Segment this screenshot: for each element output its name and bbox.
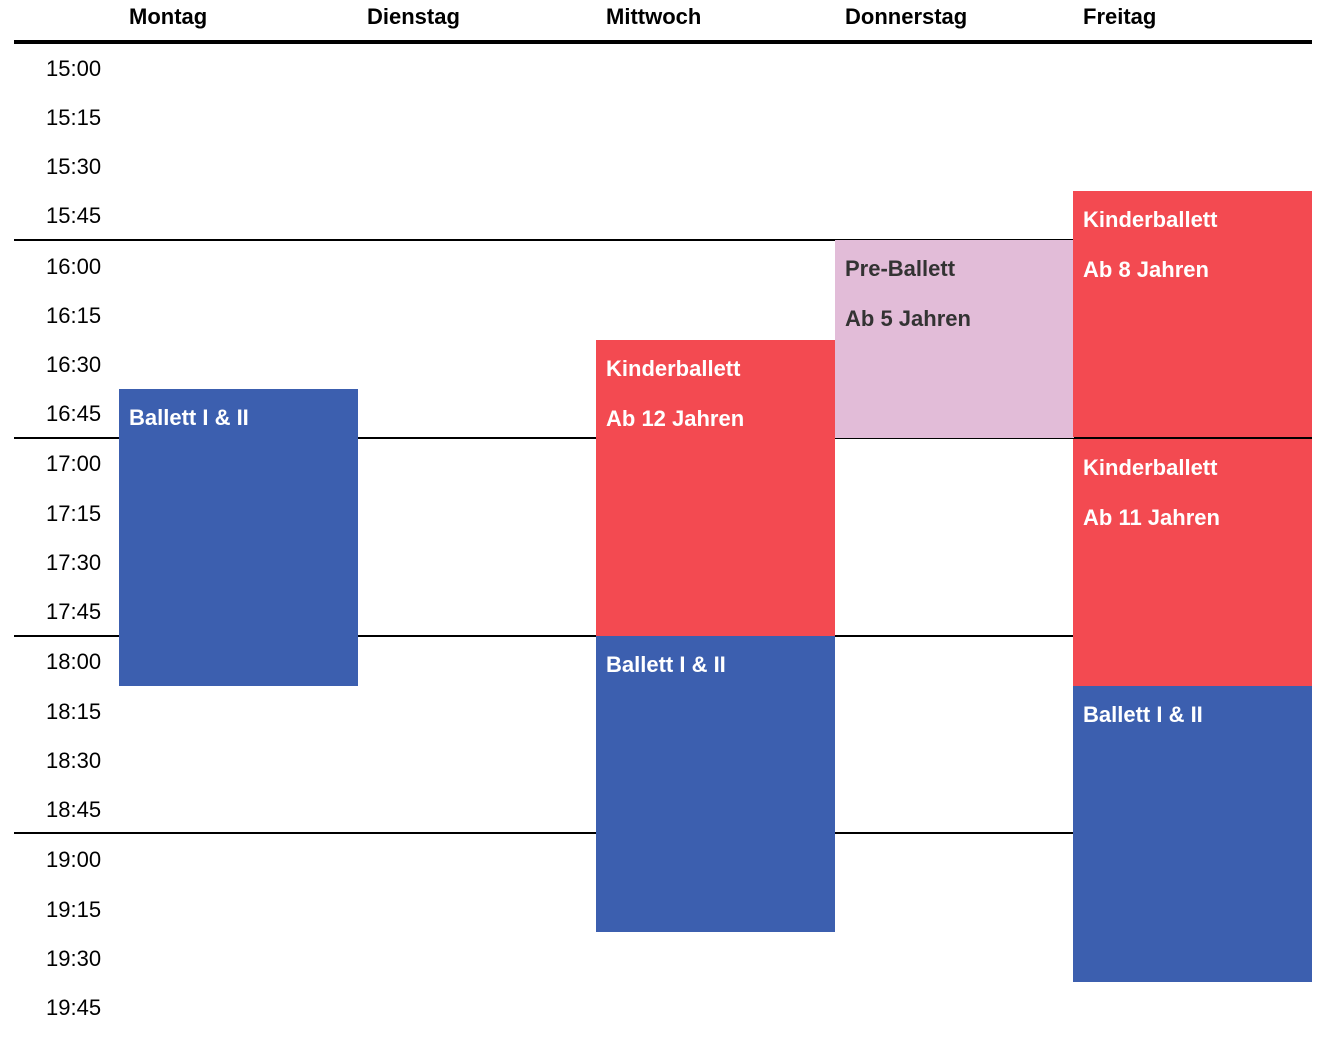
event-wednesday-kinderballett[interactable]: Kinderballett Ab 12 Jahren <box>596 340 835 636</box>
event-friday-kinderballett-11[interactable]: Kinderballett Ab 11 Jahren <box>1073 439 1312 686</box>
time-label: 18:30 <box>46 748 102 773</box>
hour-line-16 <box>14 239 1312 241</box>
event-title: Ballett I & II <box>606 652 726 677</box>
event-friday-kinderballett-8[interactable]: Kinderballett Ab 8 Jahren <box>1073 191 1312 437</box>
time-label: 15:45 <box>46 203 102 228</box>
time-label: 17:30 <box>46 550 102 575</box>
day-header-dienstag: Dienstag <box>367 4 460 29</box>
event-title: Kinderballett <box>1083 207 1218 232</box>
event-wednesday-ballett[interactable]: Ballett I & II <box>596 636 835 932</box>
event-monday-ballett[interactable]: Ballett I & II <box>119 389 358 686</box>
event-thursday-pre-ballett[interactable]: Pre-Ballett Ab 5 Jahren <box>835 240 1074 438</box>
day-header-freitag: Freitag <box>1083 4 1157 29</box>
time-label: 18:00 <box>46 649 102 674</box>
time-label: 18:45 <box>46 797 102 822</box>
time-label: 16:30 <box>46 352 102 377</box>
event-friday-ballett[interactable]: Ballett I & II <box>1073 686 1312 982</box>
time-label: 16:45 <box>46 401 102 426</box>
day-header-mittwoch: Mittwoch <box>606 4 702 29</box>
time-label: 17:45 <box>46 599 102 624</box>
time-label: 15:00 <box>46 56 102 81</box>
event-subtitle: Ab 12 Jahren <box>606 406 745 431</box>
header-divider <box>14 40 1312 44</box>
event-title: Pre-Ballett <box>845 256 956 281</box>
time-label: 17:15 <box>46 501 102 526</box>
event-title: Kinderballett <box>606 356 741 381</box>
time-label: 17:00 <box>46 451 102 476</box>
event-subtitle: Ab 8 Jahren <box>1083 257 1209 282</box>
time-label: 15:15 <box>46 105 102 130</box>
time-label: 16:00 <box>46 254 102 279</box>
time-label: 15:30 <box>46 154 102 179</box>
time-label: 16:15 <box>46 303 102 328</box>
event-title: Ballett I & II <box>129 405 249 430</box>
time-label: 18:15 <box>46 699 102 724</box>
event-title: Kinderballett <box>1083 455 1218 480</box>
time-label: 19:15 <box>46 897 102 922</box>
day-header-donnerstag: Donnerstag <box>845 4 968 29</box>
time-label: 19:00 <box>46 847 102 872</box>
event-subtitle: Ab 5 Jahren <box>845 306 971 331</box>
time-label: 19:30 <box>46 946 102 971</box>
event-title: Ballett I & II <box>1083 702 1203 727</box>
event-subtitle: Ab 11 Jahren <box>1083 505 1220 530</box>
time-label: 19:45 <box>46 995 102 1020</box>
day-header-montag: Montag <box>129 4 208 29</box>
